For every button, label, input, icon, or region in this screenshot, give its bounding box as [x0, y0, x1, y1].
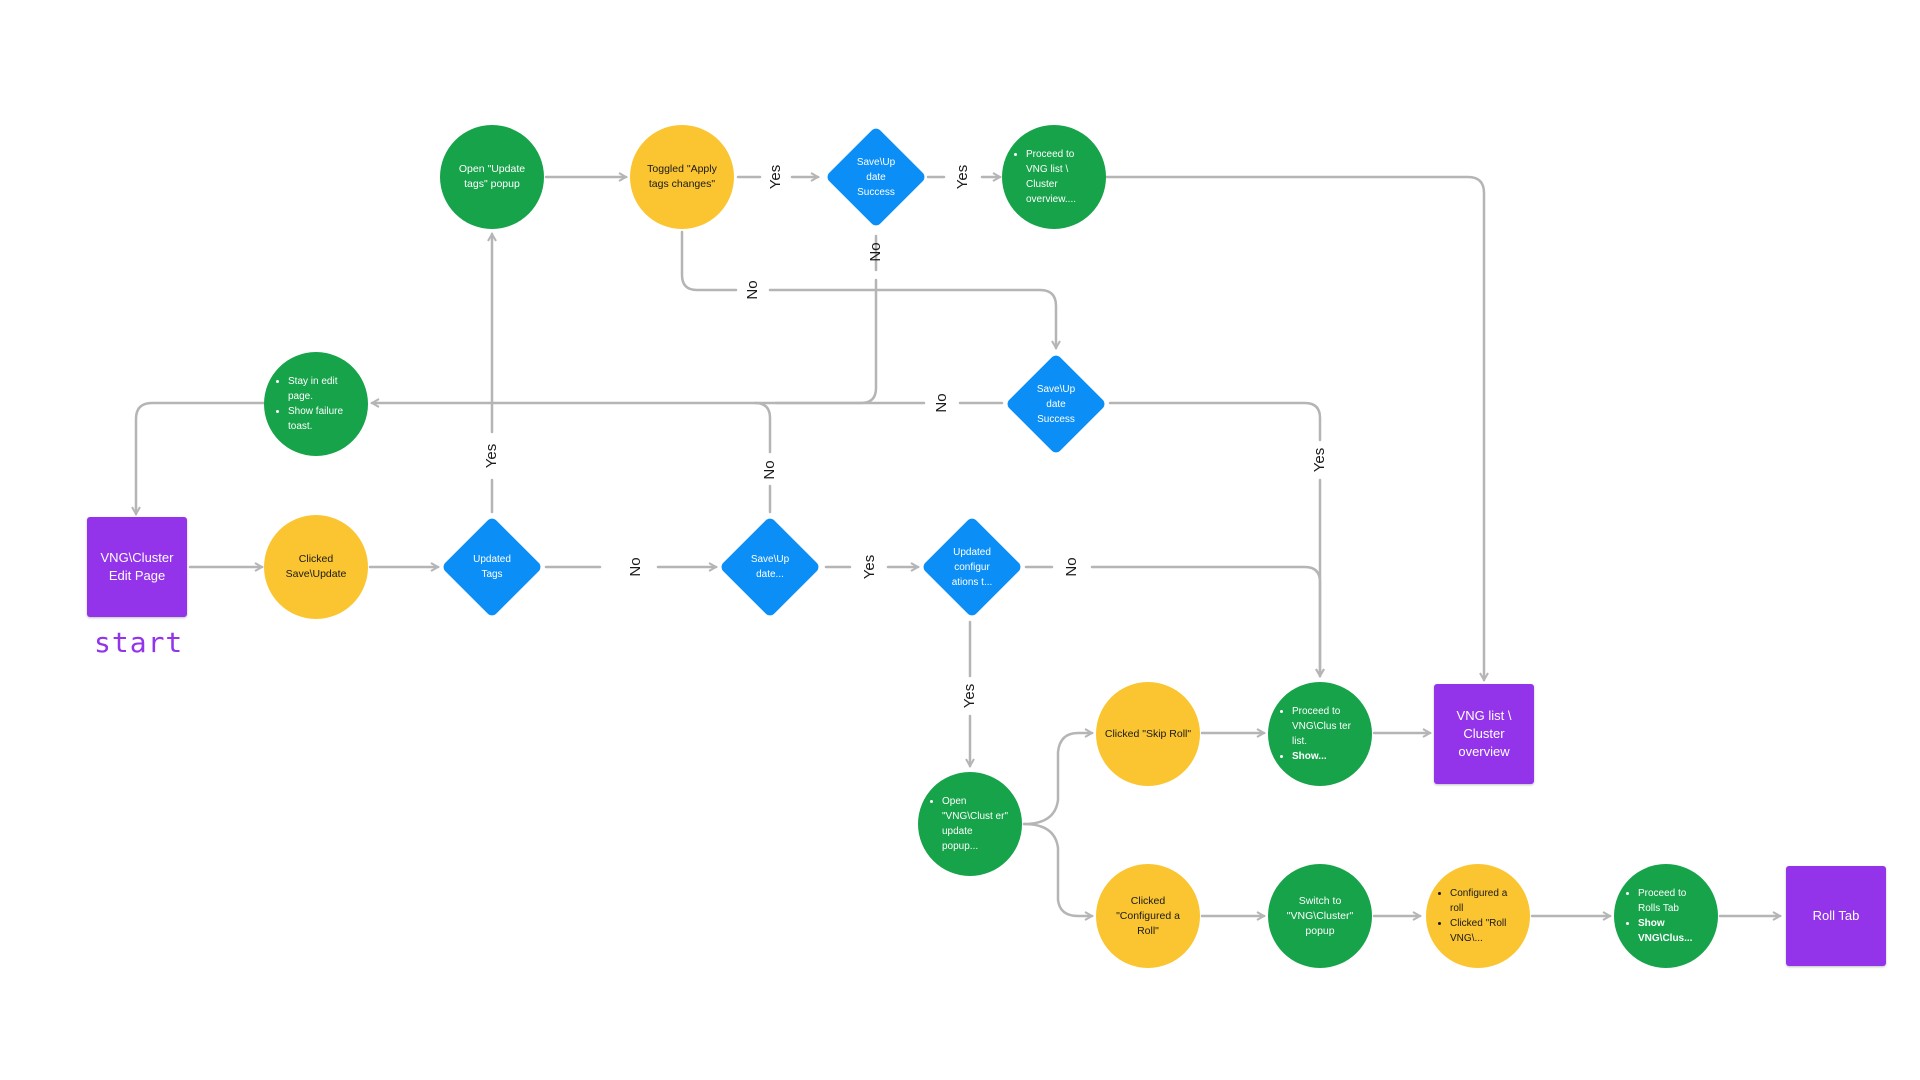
node-label: Switch to "VNG\Cluster" popup	[1286, 894, 1354, 937]
bullet-list: Stay in edit page. Show failure toast.	[264, 374, 368, 434]
node-save-update-success-top[interactable]: Save\Up date Success	[824, 125, 928, 229]
bullet-item: Show failure toast.	[288, 404, 368, 434]
label-no-toggled-save-mid: No	[744, 280, 761, 299]
node-clicked-skip-roll[interactable]: Clicked "Skip Roll"	[1096, 682, 1200, 786]
node-label: Open "Update tags" popup	[458, 163, 526, 190]
node-updated-configurations[interactable]: Updated configur ations t...	[920, 515, 1024, 619]
node-vng-list-cluster-overview[interactable]: VNG list \ Cluster overview	[1434, 684, 1534, 784]
node-label: Clicked "Configured a Roll"	[1116, 894, 1180, 937]
node-proceed-rolls-tab[interactable]: Proceed to Rolls Tab Show VNG\Clus...	[1614, 864, 1718, 968]
node-label: Roll Tab	[1812, 908, 1860, 923]
node-label: Toggled "Apply tags changes"	[647, 163, 717, 190]
node-label: Clicked Save\Update	[285, 553, 347, 580]
node-stay-in-edit-page[interactable]: Stay in edit page. Show failure toast.	[264, 352, 368, 456]
bullet-item: Stay in edit page.	[288, 374, 368, 404]
label-yes-config-popup: Yes	[961, 684, 978, 708]
edge-popup-to-skip	[1022, 733, 1092, 826]
node-clicked-save-update[interactable]: Clicked Save\Update	[264, 515, 368, 619]
label-no-save-top: No	[867, 242, 884, 261]
node-label: VNG list \ Cluster overview	[1456, 708, 1512, 759]
edge-config-no-to-proceed	[1024, 565, 1320, 676]
node-open-update-tags-popup[interactable]: Open "Update tags" popup	[440, 125, 544, 229]
bullet-item: Clicked "Roll VNG\...	[1450, 916, 1530, 946]
start-label: start	[94, 626, 184, 659]
node-switch-vng-cluster-popup[interactable]: Switch to "VNG\Cluster" popup	[1268, 864, 1372, 968]
node-save-update-success-mid[interactable]: Save\Up date Success	[1004, 352, 1108, 456]
label-no-save-mid: No	[933, 393, 950, 412]
label-yes-save-config: Yes	[861, 555, 878, 579]
node-label: Save\Up date Success	[856, 156, 896, 198]
node-open-vng-cluster-update-popup[interactable]: Open "VNG\Clust er" update popup...	[918, 772, 1022, 876]
bullet-bold-text: Show...	[1292, 751, 1327, 762]
node-configured-a-roll[interactable]: Configured a roll Clicked "Roll VNG\...	[1426, 864, 1530, 968]
node-proceed-vng-list-top[interactable]: Proceed to VNG list \ Cluster overview..…	[1002, 125, 1106, 229]
label-no-save-row: No	[761, 460, 778, 479]
edge-proceed-to-overview	[1104, 175, 1484, 680]
edge-stay-to-edit	[136, 401, 266, 514]
label-yes-save-proceed: Yes	[954, 165, 971, 189]
edge-save-top-no-to-stay	[372, 234, 878, 403]
label-yes-tags-popup: Yes	[483, 444, 500, 468]
bullet-bold-text: Show VNG\Clus...	[1638, 918, 1693, 944]
label-no-config-proceed: No	[1063, 557, 1080, 576]
edge-save-mid-yes-to-proceed	[1108, 401, 1320, 676]
bullet-list: Open "VNG\Clust er" update popup...	[918, 794, 1022, 854]
edge-save-row-no-up	[753, 401, 772, 514]
bullet-item: Configured a roll	[1450, 886, 1530, 916]
label-yes-toggled-save: Yes	[767, 165, 784, 189]
bullet-item: Show...	[1292, 749, 1372, 764]
node-toggled-apply-tags[interactable]: Toggled "Apply tags changes"	[630, 125, 734, 229]
bullet-item: Show VNG\Clus...	[1638, 916, 1718, 946]
bullet-item: Proceed to Rolls Tab	[1638, 886, 1718, 916]
node-label: Clicked "Skip Roll"	[1104, 727, 1192, 740]
label-no-tags-save: No	[627, 557, 644, 576]
bullet-list: Proceed to Rolls Tab Show VNG\Clus...	[1614, 886, 1718, 946]
bullet-list: Proceed to VNG\Clus ter list. Show...	[1268, 704, 1372, 764]
node-label: Updated configur ations t...	[951, 546, 993, 588]
node-save-update-row[interactable]: Save\Up date...	[718, 515, 822, 619]
bullet-item: Open "VNG\Clust er" update popup...	[942, 794, 1022, 854]
node-label: Updated Tags	[473, 554, 511, 580]
node-proceed-vng-cluster-list[interactable]: Proceed to VNG\Clus ter list. Show...	[1268, 682, 1372, 786]
node-label: Save\Up date Success	[1036, 383, 1076, 425]
node-label: VNG\Cluster Edit Page	[100, 550, 174, 583]
bullet-list: Proceed to VNG list \ Cluster overview..…	[1002, 147, 1106, 207]
edge-toggled-no-to-save-mid	[680, 230, 1056, 348]
node-updated-tags[interactable]: Updated Tags	[440, 515, 544, 619]
bullet-item: Proceed to VNG\Clus ter list.	[1292, 704, 1372, 749]
bullet-item: Proceed to VNG list \ Cluster overview..…	[1026, 147, 1106, 207]
node-roll-tab[interactable]: Roll Tab	[1786, 866, 1886, 966]
edge-popup-to-configured	[1022, 822, 1092, 916]
node-clicked-configured-roll[interactable]: Clicked "Configured a Roll"	[1096, 864, 1200, 968]
label-yes-save-mid-proceed: Yes	[1311, 448, 1328, 472]
node-label: Save\Up date...	[750, 554, 790, 580]
node-vng-cluster-edit-page[interactable]: VNG\Cluster Edit Page	[87, 517, 187, 617]
bullet-list: Configured a roll Clicked "Roll VNG\...	[1426, 886, 1530, 946]
